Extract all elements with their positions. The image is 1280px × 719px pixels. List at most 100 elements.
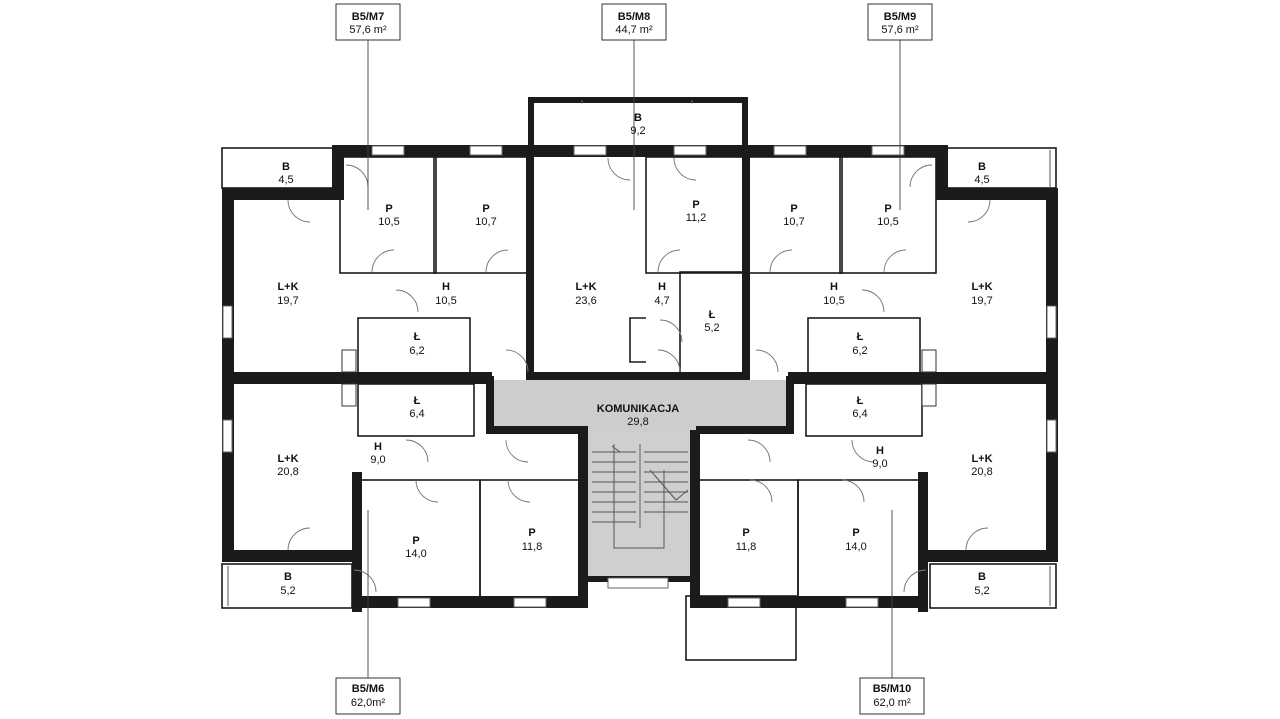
svg-text:6,2: 6,2: [852, 345, 867, 357]
svg-text:L+K: L+K: [971, 281, 992, 293]
unit-callout-m8: B5/M8 44,7 m²: [601, 3, 667, 41]
windows: [222, 100, 1057, 608]
svg-text:H: H: [830, 281, 838, 293]
room-h-m7: H 10,5: [435, 281, 456, 307]
svg-text:29,8: 29,8: [627, 416, 648, 428]
unit-code: B5/M10: [873, 683, 912, 695]
svg-text:H: H: [658, 281, 666, 293]
unit-callout-m7: B5/M7 57,6 m²: [335, 3, 401, 41]
svg-text:H: H: [442, 281, 450, 293]
svg-text:5,2: 5,2: [704, 322, 719, 334]
unit-area: 44,7 m²: [615, 24, 653, 36]
svg-text:5,2: 5,2: [974, 585, 989, 597]
svg-text:10,7: 10,7: [475, 216, 496, 228]
unit-area: 57,6 m²: [349, 24, 387, 36]
room-l-m6: Ł6,4: [409, 395, 424, 420]
svg-text:Ł: Ł: [709, 309, 716, 321]
stair-steps: [592, 444, 689, 549]
unit-callout-m9: B5/M9 57,6 m²: [867, 3, 933, 41]
room-p-m7-a: P10,5: [378, 203, 399, 228]
unit-area: 62,0 m²: [873, 697, 911, 709]
room-h-m9: H 10,5: [823, 281, 844, 307]
svg-text:5,2: 5,2: [280, 585, 295, 597]
svg-text:11,8: 11,8: [736, 541, 757, 553]
room-lk-m10: L+K20,8: [971, 453, 992, 478]
svg-text:P: P: [412, 535, 419, 547]
svg-text:P: P: [852, 527, 859, 539]
room-p-m9-b: P10,5: [877, 203, 898, 228]
doors: [287, 157, 991, 593]
svg-text:4,7: 4,7: [654, 295, 669, 307]
room-p-m6-b: P 11,8: [522, 527, 543, 553]
svg-text:L+K: L+K: [277, 281, 298, 293]
svg-text:9,0: 9,0: [370, 454, 385, 466]
svg-text:9,2: 9,2: [630, 125, 645, 137]
svg-text:Ł: Ł: [414, 331, 421, 343]
svg-text:P: P: [742, 527, 749, 539]
svg-text:Ł: Ł: [857, 331, 864, 343]
room-lk-m6: L+K20,8: [277, 453, 298, 478]
vent-shafts: [341, 349, 937, 407]
svg-text:L+K: L+K: [971, 453, 992, 465]
room-p-m10-a: P 11,8: [736, 527, 757, 553]
svg-text:19,7: 19,7: [971, 295, 992, 307]
room-b-top: B9,2: [630, 112, 645, 137]
svg-text:Ł: Ł: [414, 395, 421, 407]
room-lk-m7: L+K 19,7: [277, 281, 298, 307]
unit-area: 57,6 m²: [881, 24, 919, 36]
room-b-m7: B4,5: [278, 161, 293, 186]
svg-text:P: P: [692, 199, 699, 211]
svg-text:Ł: Ł: [857, 395, 864, 407]
svg-text:10,5: 10,5: [435, 295, 456, 307]
svg-text:6,4: 6,4: [409, 408, 424, 420]
svg-text:10,5: 10,5: [378, 216, 399, 228]
svg-text:11,8: 11,8: [522, 541, 543, 553]
room-lk-m8: L+K23,6: [575, 281, 596, 307]
room-b-m6: B 5,2: [280, 571, 295, 597]
room-labels: B9,2 B4,5 B4,5 P10,5 P10,7 P11,2 P10,7 P…: [277, 112, 992, 597]
svg-text:P: P: [385, 203, 392, 215]
room-p-m6-a: P14,0: [405, 535, 426, 560]
room-l-m9: Ł 6,2: [852, 331, 867, 357]
svg-text:10,5: 10,5: [823, 295, 844, 307]
unit-code: B5/M6: [352, 683, 384, 695]
svg-text:11,2: 11,2: [686, 212, 707, 224]
svg-text:B: B: [284, 571, 292, 583]
svg-text:L+K: L+K: [575, 281, 596, 293]
room-h-m8: H 4,7: [654, 281, 669, 307]
room-p-m7-b: P10,7: [475, 203, 496, 228]
room-p-m9-a: P10,7: [783, 203, 804, 228]
svg-text:20,8: 20,8: [277, 466, 298, 478]
svg-text:P: P: [482, 203, 489, 215]
room-b-m9: B4,5: [974, 161, 989, 186]
unit-code: B5/M8: [618, 11, 650, 23]
svg-text:L+K: L+K: [277, 453, 298, 465]
svg-text:19,7: 19,7: [277, 295, 298, 307]
room-b-m10: B 5,2: [974, 571, 989, 597]
svg-text:4,5: 4,5: [278, 174, 293, 186]
room-l-m7: Ł 6,2: [409, 331, 424, 357]
svg-text:6,4: 6,4: [852, 408, 867, 420]
staircase-area: [492, 380, 788, 578]
svg-text:9,0: 9,0: [872, 458, 887, 470]
unit-callout-m6: B5/M6 62,0m²: [335, 677, 401, 715]
svg-text:H: H: [876, 445, 884, 457]
room-lk-m9: L+K 19,7: [971, 281, 992, 307]
svg-text:KOMUNIKACJA: KOMUNIKACJA: [597, 403, 680, 415]
svg-text:B: B: [978, 571, 986, 583]
unit-area: 62,0m²: [351, 697, 386, 709]
room-p-m8: P11,2: [686, 199, 707, 224]
callout-leaders: [367, 40, 901, 678]
svg-text:20,8: 20,8: [971, 466, 992, 478]
room-l-m10: Ł6,4: [852, 395, 867, 420]
svg-text:P: P: [790, 203, 797, 215]
room-l-m8: Ł5,2: [704, 309, 719, 334]
svg-text:6,2: 6,2: [409, 345, 424, 357]
room-p-m10-b: P14,0: [845, 527, 866, 553]
svg-text:P: P: [528, 527, 535, 539]
room-h-m6: H9,0: [370, 441, 385, 466]
unit-callout-m10: B5/M10 62,0 m²: [859, 677, 925, 715]
svg-text:B: B: [282, 161, 290, 173]
